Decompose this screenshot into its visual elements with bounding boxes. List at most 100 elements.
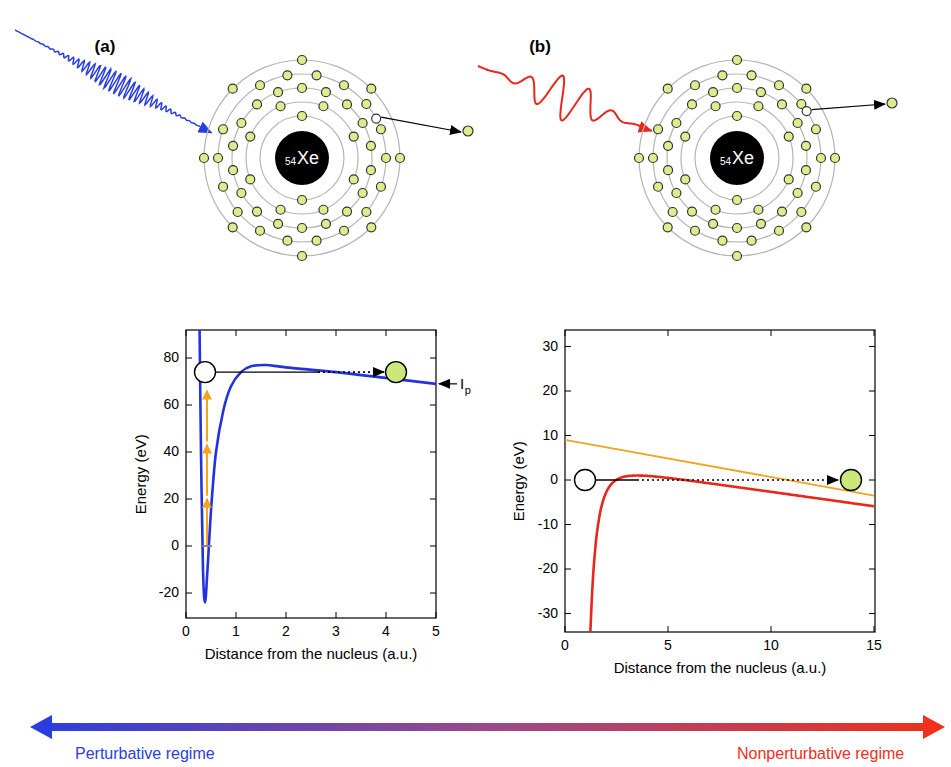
electron-shell — [695, 116, 779, 200]
electron — [733, 84, 742, 93]
tick-label: 0 — [550, 472, 558, 487]
electron — [321, 88, 330, 97]
tick — [286, 330, 287, 336]
tick — [565, 346, 571, 347]
electron — [756, 219, 765, 228]
electron-shell — [232, 88, 372, 228]
ejected-electron — [887, 98, 897, 108]
electron — [200, 154, 209, 163]
field-line — [565, 440, 874, 496]
electron — [229, 141, 238, 150]
electron — [321, 219, 330, 228]
electron — [298, 224, 307, 233]
nucleus: 54Xe — [710, 131, 764, 185]
tick-label: 10 — [542, 428, 558, 443]
electron — [256, 81, 265, 90]
electron — [775, 226, 784, 235]
tick — [869, 569, 875, 570]
tick-label: 30 — [542, 339, 558, 354]
plot-frame — [186, 330, 436, 618]
electron — [312, 236, 321, 245]
tick — [565, 626, 566, 632]
photon-arrow — [206, 445, 208, 496]
free-electron — [386, 362, 407, 383]
tick — [286, 612, 287, 618]
electron — [246, 132, 255, 141]
tick — [565, 613, 571, 614]
electron — [668, 207, 677, 216]
photon-arrow — [206, 499, 208, 545]
electron-shell — [260, 116, 344, 200]
electron — [319, 102, 328, 111]
electron — [802, 223, 811, 232]
electron — [784, 175, 793, 184]
atomic-number: 54 — [285, 157, 296, 167]
electron — [340, 226, 349, 235]
tick — [668, 330, 669, 336]
plot-frame — [565, 330, 875, 632]
electron — [219, 125, 228, 134]
electron-path — [216, 371, 318, 372]
tick — [565, 480, 571, 481]
tick-label: 5 — [432, 624, 440, 639]
electron-path — [596, 479, 637, 480]
electron — [756, 88, 765, 97]
plot-area — [200, 330, 437, 602]
tick — [186, 546, 192, 547]
electron — [718, 236, 727, 245]
electron — [747, 236, 756, 245]
electron — [801, 141, 810, 150]
tick — [874, 626, 875, 632]
tick — [236, 330, 237, 336]
element-symbol: Xe — [297, 149, 319, 167]
electron — [349, 175, 358, 184]
electron — [672, 119, 681, 128]
electron — [747, 71, 756, 80]
electron — [349, 132, 358, 141]
tick-label: 20 — [163, 491, 179, 506]
electron — [219, 182, 228, 191]
electron — [362, 207, 371, 216]
electron — [663, 84, 672, 93]
tick — [186, 330, 187, 336]
electron — [228, 223, 237, 232]
electron — [342, 207, 351, 216]
electron — [635, 154, 644, 163]
tick — [869, 391, 875, 392]
tick — [186, 612, 187, 618]
electron-shell — [246, 102, 358, 214]
tick — [430, 405, 436, 406]
electron — [298, 112, 307, 121]
arrow-head — [30, 715, 52, 739]
electron — [681, 175, 690, 184]
electron — [276, 205, 285, 214]
tick-label: 15 — [866, 638, 882, 653]
regime-label: Perturbative regime — [75, 745, 215, 763]
electron — [688, 207, 697, 216]
electron — [801, 166, 810, 175]
tick — [565, 435, 571, 436]
electron — [777, 207, 786, 216]
ejection-arrow — [812, 104, 885, 110]
ip-label: I — [460, 376, 464, 393]
tick — [430, 452, 436, 453]
electron — [298, 56, 307, 65]
electron — [709, 219, 718, 228]
electron — [649, 154, 658, 163]
electron — [817, 154, 826, 163]
vacancy — [802, 107, 811, 116]
electron — [691, 226, 700, 235]
electron — [362, 100, 371, 109]
tick — [869, 435, 875, 436]
electron-shell — [639, 60, 835, 256]
tick — [336, 612, 337, 618]
electron — [382, 154, 391, 163]
bound-electron — [195, 362, 216, 383]
electron-shell — [681, 102, 793, 214]
electron — [233, 207, 242, 216]
electron — [681, 132, 690, 141]
electron — [367, 223, 376, 232]
ejected-electron — [463, 126, 473, 136]
electron — [831, 154, 840, 163]
electron — [342, 100, 351, 109]
